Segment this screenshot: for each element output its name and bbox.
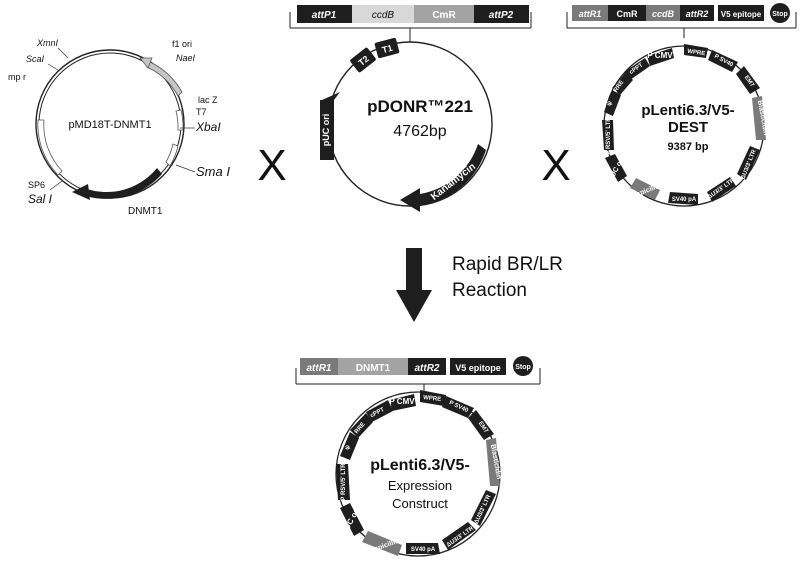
donor-cmr-block	[414, 5, 474, 23]
dest-cmr-label: CmR	[616, 9, 638, 19]
f1ori-label: f1 ori	[172, 39, 192, 49]
expr-wpre-label: WPRE	[423, 395, 442, 403]
expr-psi-label: ψ	[344, 444, 351, 451]
operator-x-1: X	[257, 141, 286, 190]
dest-v5-block	[718, 5, 764, 21]
t1-label: T1	[381, 43, 394, 55]
xmni-label: XmnI	[36, 38, 59, 48]
kanamycin-label: Kanamycin	[429, 161, 478, 203]
dest-feature-ring	[602, 44, 766, 205]
dest-pcmv-label: P CMV	[647, 51, 673, 60]
plasmid-pmd18t-dnmt1: pMD18T-DNMT1 XmnI ScaI mp r f1 ori NaeI …	[8, 38, 230, 217]
ampr-feature	[37, 119, 63, 176]
plasmid-plenti-dest: attR1 CmR ccdB attR2 V5 epitope Stop P C…	[566, 3, 797, 207]
dest-attr2-block	[680, 5, 714, 21]
reaction-arrow	[396, 248, 432, 322]
expr-attr2-block	[408, 358, 446, 375]
reaction-line-2: Reaction	[452, 280, 527, 301]
dest-sv40pa-label: SV40 pA	[672, 197, 697, 203]
dest-ccdb-block	[646, 5, 680, 21]
expr-stop-label: Stop	[515, 364, 531, 371]
plasmid-expression-construct: attR1 DNMT1 attR2 V5 epitope Stop P CMV …	[295, 356, 541, 557]
dest-psi-label: ψ	[606, 100, 613, 107]
operator-x-2: X	[541, 141, 570, 190]
expr-dnmt1-label: DNMT1	[356, 363, 391, 374]
expr-attr1-block	[300, 358, 338, 375]
dest-cmr-block	[608, 5, 646, 21]
t2-terminator	[350, 47, 376, 73]
dest-name-2: DEST	[668, 119, 708, 136]
dest-name-1: pLenti6.3/V5-	[641, 102, 734, 119]
expr-name-2: Expression	[388, 478, 452, 493]
donor-attp1-block	[297, 5, 352, 23]
expr-feature-ring	[336, 390, 500, 556]
dest-attr2-label: attR2	[686, 9, 709, 19]
kanamycin-feature	[400, 144, 486, 212]
dest-stop-label: Stop	[772, 11, 788, 18]
sali-label: Sal I	[28, 192, 53, 206]
expr-name-3: Construct	[392, 496, 448, 511]
t7-label: T7	[196, 107, 207, 117]
expr-dnmt1-block	[338, 358, 408, 375]
plasmid-pdonr221: attP1 ccdB CmR attP2 T2 T1 pUC ori Kanam…	[289, 5, 532, 212]
plasmid1-name: pMD18T-DNMT1	[68, 119, 151, 131]
donor-ccdb-label: ccdB	[372, 10, 395, 21]
sp6-label: SP6	[28, 180, 45, 190]
donor-attp2-block	[474, 5, 529, 23]
expr-sv40pa-label: SV40 pA	[411, 547, 436, 553]
expr-v5-block	[450, 358, 506, 375]
expr-attr2-label: attR2	[414, 363, 439, 374]
lacz-label: lac Z	[198, 95, 218, 105]
expr-name-1: pLenti6.3/V5-	[370, 457, 470, 474]
dest-ccdb-label: ccdB	[652, 9, 675, 19]
expr-attr1-label: attR1	[306, 363, 331, 374]
donor-cmr-label: CmR	[432, 10, 456, 21]
expr-v5-label: V5 epitope	[455, 363, 501, 373]
dnmt1-label: DNMT1	[128, 206, 163, 217]
naei-label: NaeI	[176, 53, 196, 63]
expr-pcmv-label: P CMV	[389, 397, 415, 406]
expr-stop-codon	[513, 356, 533, 376]
donor-puc-ori-feature	[320, 92, 340, 160]
donor-attp2-label: attP2	[489, 10, 514, 21]
donor-puc-label: pUC ori	[321, 114, 331, 147]
donor-ccdb-block	[352, 5, 414, 23]
dest-attr1-label: attR1	[579, 9, 602, 19]
ampr-label: mp r	[8, 72, 26, 82]
f1-ori-feature	[146, 61, 183, 97]
dest-v5-label: V5 epitope	[721, 10, 762, 19]
smai-label: Sma I	[196, 164, 230, 179]
donor-size: 4762bp	[393, 123, 446, 140]
donor-attp1-label: attP1	[312, 10, 337, 21]
dest-wpre-label: WPRE	[687, 49, 706, 57]
scai-label: ScaI	[26, 54, 45, 64]
t1-terminator	[374, 37, 400, 59]
reaction-line-1: Rapid BR/LR	[452, 254, 563, 275]
dest-size: 9387 bp	[668, 141, 709, 153]
dnmt1-feature	[84, 168, 162, 199]
xbai-label: XbaI	[195, 120, 221, 134]
dest-rsv-label: P RSV/5' LTR	[606, 117, 612, 155]
donor-name: pDONR™221	[367, 97, 473, 116]
expr-rsv-label: P RSV/5' LTR	[341, 463, 347, 501]
dest-stop-codon	[770, 3, 790, 23]
dest-attr1-block	[572, 5, 608, 21]
